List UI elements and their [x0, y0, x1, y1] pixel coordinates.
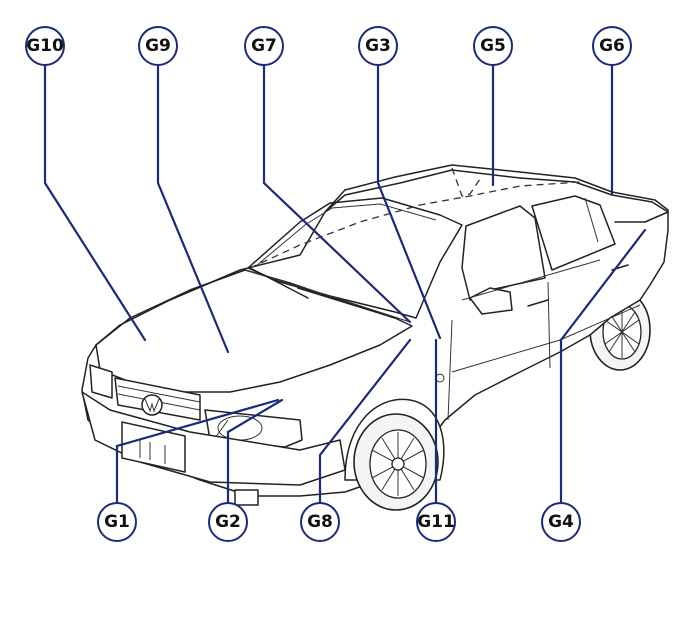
callout-g4: G4	[541, 502, 581, 542]
fog-light	[234, 489, 259, 506]
callout-g8: G8	[300, 502, 340, 542]
callout-label: G2	[215, 512, 241, 532]
callout-g1: G1	[97, 502, 137, 542]
callout-label: G6	[599, 36, 625, 56]
callout-label: G3	[365, 36, 391, 56]
callout-g2: G2	[208, 502, 248, 542]
leader-lines	[43, 63, 647, 505]
leader-g9	[156, 63, 230, 354]
leader-g1	[115, 398, 280, 505]
callout-label: G7	[251, 36, 277, 56]
callout-label: G11	[417, 512, 455, 532]
car-illustration	[81, 164, 669, 511]
leader-g7	[262, 63, 412, 324]
callout-g11: G11	[416, 502, 456, 542]
callout-g7: G7	[244, 26, 284, 66]
side-window-rear	[531, 195, 616, 271]
headlight-left	[89, 364, 113, 399]
leader-g2	[226, 398, 284, 505]
callout-g10: G10	[25, 26, 65, 66]
leader-g10	[43, 63, 147, 342]
front-wheel	[344, 398, 445, 511]
callout-label: G8	[307, 512, 333, 532]
rear-deck	[611, 194, 669, 223]
wiper-left	[249, 267, 309, 299]
wiper-right	[297, 287, 396, 319]
callout-g5: G5	[473, 26, 513, 66]
callout-label: G1	[104, 512, 130, 532]
leader-g8	[318, 338, 412, 505]
door-handle-front	[527, 299, 549, 307]
callout-label: G4	[548, 512, 574, 532]
leader-g3	[376, 63, 442, 340]
callout-label: G10	[26, 36, 64, 56]
callout-g3: G3	[358, 26, 398, 66]
callout-g6: G6	[592, 26, 632, 66]
callout-g9: G9	[138, 26, 178, 66]
license-plate	[121, 421, 186, 473]
sunroof-dashed	[249, 181, 581, 269]
callout-label: G5	[480, 36, 506, 56]
callout-label: G9	[145, 36, 171, 56]
leader-g4	[559, 228, 647, 505]
